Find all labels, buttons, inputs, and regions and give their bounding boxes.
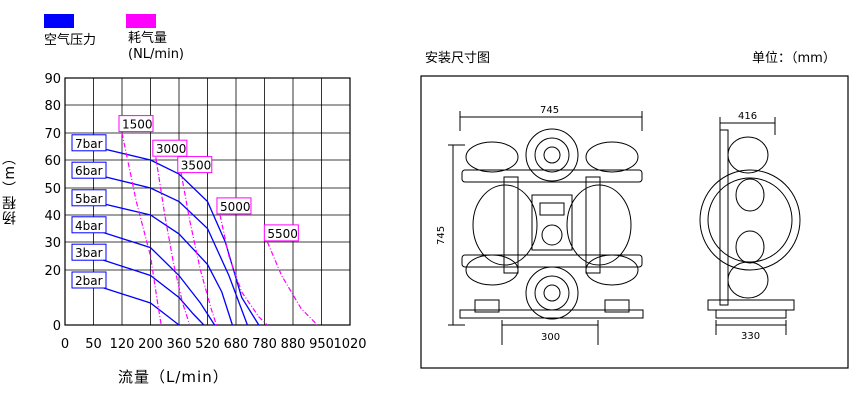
consumption-label-1500: 1500 bbox=[122, 118, 153, 132]
consumption-label-5500: 5500 bbox=[267, 227, 298, 241]
side-base-dim: 330 bbox=[741, 331, 760, 342]
consumption-label-box bbox=[118, 115, 154, 133]
y-tick-label: 90 bbox=[44, 72, 61, 87]
performance-chart: 7bar6bar5bar4bar3bar2bar1500300035005000… bbox=[44, 72, 366, 352]
y-tick-label: 80 bbox=[44, 99, 61, 114]
consumption-label-3500: 3500 bbox=[181, 159, 212, 173]
pressure-curve-4bar bbox=[81, 225, 216, 326]
pressure-label-3bar: 3bar bbox=[75, 246, 103, 260]
y-tick-label: 50 bbox=[44, 182, 61, 197]
x-tick-label: 780 bbox=[252, 337, 277, 352]
consumption-curve-3500 bbox=[180, 171, 217, 326]
pressure-label-box bbox=[71, 161, 107, 179]
unit-label: 单位：（mm） bbox=[752, 51, 836, 66]
front-view bbox=[448, 111, 644, 345]
consumption-label-5000: 5000 bbox=[220, 200, 251, 214]
consumption-curve-5000 bbox=[219, 214, 268, 326]
air-pressure-label: 空气压力 bbox=[44, 33, 97, 48]
pressure-label-box bbox=[71, 271, 107, 289]
pressure-label-box bbox=[71, 189, 107, 207]
consumption-curve-1500 bbox=[121, 132, 162, 326]
air-consumption-unit: (NL/min) bbox=[128, 47, 185, 62]
consumption-label-box bbox=[263, 224, 299, 242]
x-tick-label: 50 bbox=[85, 337, 102, 352]
front-height-dim: 745 bbox=[436, 226, 447, 245]
y-tick-label: 70 bbox=[44, 127, 61, 142]
x-tick-label: 1020 bbox=[333, 337, 366, 352]
air-consumption-label: 耗气量 bbox=[128, 31, 168, 46]
pressure-curve-6bar bbox=[81, 170, 249, 326]
pressure-curve-3bar bbox=[81, 252, 205, 326]
air-pressure-swatch bbox=[44, 14, 74, 28]
x-tick-label: 360 bbox=[167, 337, 192, 352]
x-axis-label: 流量（L/min） bbox=[118, 368, 229, 386]
x-tick-label: 680 bbox=[224, 337, 249, 352]
y-tick-label: 30 bbox=[44, 236, 61, 251]
x-tick-label: 0 bbox=[61, 337, 69, 352]
side-view bbox=[699, 117, 801, 335]
y-tick-label: 40 bbox=[44, 209, 61, 224]
x-tick-label: 120 bbox=[110, 337, 135, 352]
air-consumption-swatch bbox=[126, 14, 156, 28]
pressure-label-6bar: 6bar bbox=[75, 164, 103, 178]
pressure-label-5bar: 5bar bbox=[75, 192, 103, 206]
side-width-dim: 416 bbox=[738, 111, 757, 122]
pressure-label-2bar: 2bar bbox=[75, 274, 103, 288]
pressure-curve-2bar bbox=[81, 280, 180, 326]
consumption-curve-5500 bbox=[266, 241, 318, 326]
consumption-curve-3000 bbox=[155, 157, 191, 326]
front-base-dim: 300 bbox=[541, 332, 560, 343]
consumption-label-box bbox=[216, 197, 252, 215]
install-title: 安装尺寸图 bbox=[425, 51, 491, 66]
consumption-label-box bbox=[177, 156, 213, 174]
pressure-label-box bbox=[71, 243, 107, 261]
y-tick-label: 20 bbox=[44, 264, 61, 279]
y-tick-label: 0 bbox=[53, 319, 61, 334]
y-tick-label: 60 bbox=[44, 154, 61, 169]
consumption-label-3000: 3000 bbox=[156, 142, 187, 156]
consumption-label-box bbox=[152, 139, 188, 157]
pressure-curve-7bar bbox=[81, 143, 260, 326]
x-tick-label: 200 bbox=[138, 337, 163, 352]
pressure-label-box bbox=[71, 216, 107, 234]
front-width-dim: 745 bbox=[540, 105, 559, 116]
installation-drawing: 745 745 300 416 330 bbox=[420, 75, 849, 369]
pressure-label-4bar: 4bar bbox=[75, 219, 103, 233]
x-tick-label: 950 bbox=[309, 337, 334, 352]
pressure-label-box bbox=[71, 134, 107, 152]
pressure-label-7bar: 7bar bbox=[75, 137, 103, 151]
x-tick-label: 880 bbox=[281, 337, 306, 352]
x-tick-label: 520 bbox=[195, 337, 220, 352]
